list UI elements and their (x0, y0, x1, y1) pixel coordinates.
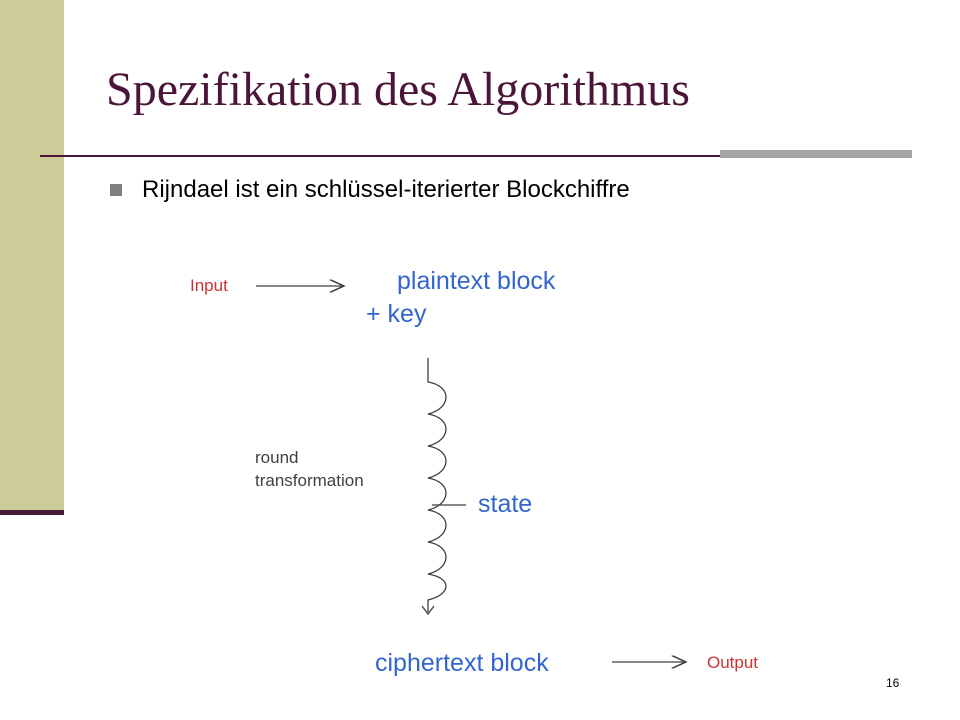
slide-title: Spezifikation des Algorithmus (106, 63, 690, 116)
side-accent-bar-edge (0, 510, 64, 515)
bullet-square-icon (110, 184, 122, 196)
page-number: 16 (886, 676, 900, 690)
input-label: Input (190, 276, 228, 295)
ciphertext-block-label: ciphertext block (375, 649, 549, 677)
output-label: Output (707, 653, 758, 672)
title-divider (40, 155, 912, 157)
transformation-label: transformation (255, 471, 364, 490)
round-label: round (255, 448, 298, 467)
round-spiral (427, 358, 447, 612)
state-label: state (478, 490, 532, 518)
side-accent-bar (0, 0, 64, 512)
spiral-end-arrow (421, 605, 435, 616)
title-divider-accent (720, 150, 912, 158)
plus-key-label: + key (366, 300, 427, 328)
bullet-text: Rijndael ist ein schlüssel-iterierter Bl… (142, 176, 630, 203)
plaintext-block-label: plaintext block (397, 267, 556, 295)
